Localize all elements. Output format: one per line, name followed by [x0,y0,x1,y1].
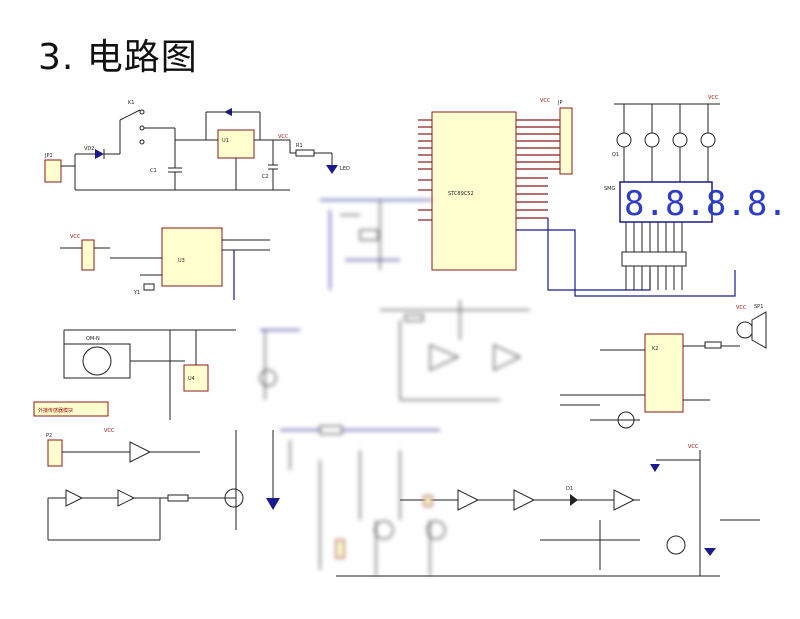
resistor-label: R1 [296,143,303,149]
comparator-chip [183,364,209,392]
regulator-chip [217,129,255,159]
signal-chain: D1 VCC [47,430,760,577]
diode-symbol [95,149,104,159]
sensor-label: QM-N [86,336,100,342]
page-title: 3. 电路图 [38,37,198,78]
resistor-r1 [295,149,315,157]
cap-in-label: C1 [150,168,157,174]
mcu-section: STC89C52 JP VCC [418,98,736,297]
display-digits: 8.8.8.8. [624,184,788,224]
relay-label: K2 [652,346,658,352]
oscillator-area [320,199,432,290]
mcu-label: STC89C52 [448,191,474,197]
vcc-label-7: VCC [688,444,699,450]
vcc-label-5: VCC [104,428,115,434]
dc-jack-label: JP1 [44,153,53,159]
clock-chip [161,227,223,287]
vcc-label-1: VCC [278,134,289,140]
resistor-array [621,251,687,267]
transistor-label: Q1 [612,152,619,158]
clock-chip-label: U3 [178,258,185,264]
crystal [143,283,155,291]
power-led-label: VD2 [84,146,94,152]
relay-chip [644,333,684,413]
analog-blurred-area [259,300,530,570]
cap-out-label: C2 [262,174,269,180]
sensor-section: QM-N U4 外接传感器模块 P2 VCC [33,329,236,467]
speaker-label: SP1 [754,304,763,310]
vcc-label-6: VCC [736,305,747,311]
gas-sensor [63,343,131,379]
switch-label: K1 [128,100,134,106]
seven-segment-display [619,181,713,223]
led-label: LED [340,166,350,172]
diode-d1 [570,494,578,506]
relay-section: K2 SP1 VCC [560,304,767,429]
display-section: VCC Q1 SMG 8.8.8.8. [604,95,788,290]
sensor-header-label: P2 [46,433,52,439]
vcc-label-4: VCC [70,234,81,240]
vcc-label-3: VCC [708,95,719,101]
mcu-chip [431,111,517,271]
speaker-icon [751,311,767,349]
display-label: SMG [604,186,615,192]
dc-jack [44,159,62,183]
buffer-gate [129,441,152,463]
vcc-label-2: VCC [540,98,551,104]
comparator-label: U4 [188,376,195,382]
power-supply-section: JP1 VD2 K1 C1 U1 C2 V [44,100,350,191]
blurred-labels [335,495,446,576]
regulator-label: U1 [222,138,229,144]
mcu-header [559,107,573,175]
mcu-header-label: JP [557,100,563,106]
crystal-label: Y1 [133,290,140,296]
sensor-header [47,439,63,467]
clock-section: U3 VCC Y1 [60,227,270,300]
diode-label: D1 [566,486,573,492]
sensor-module-box [33,401,109,417]
sensor-module-label: 外接传感器模块 [38,407,73,414]
clock-header [81,239,95,271]
led-symbol [326,165,338,174]
